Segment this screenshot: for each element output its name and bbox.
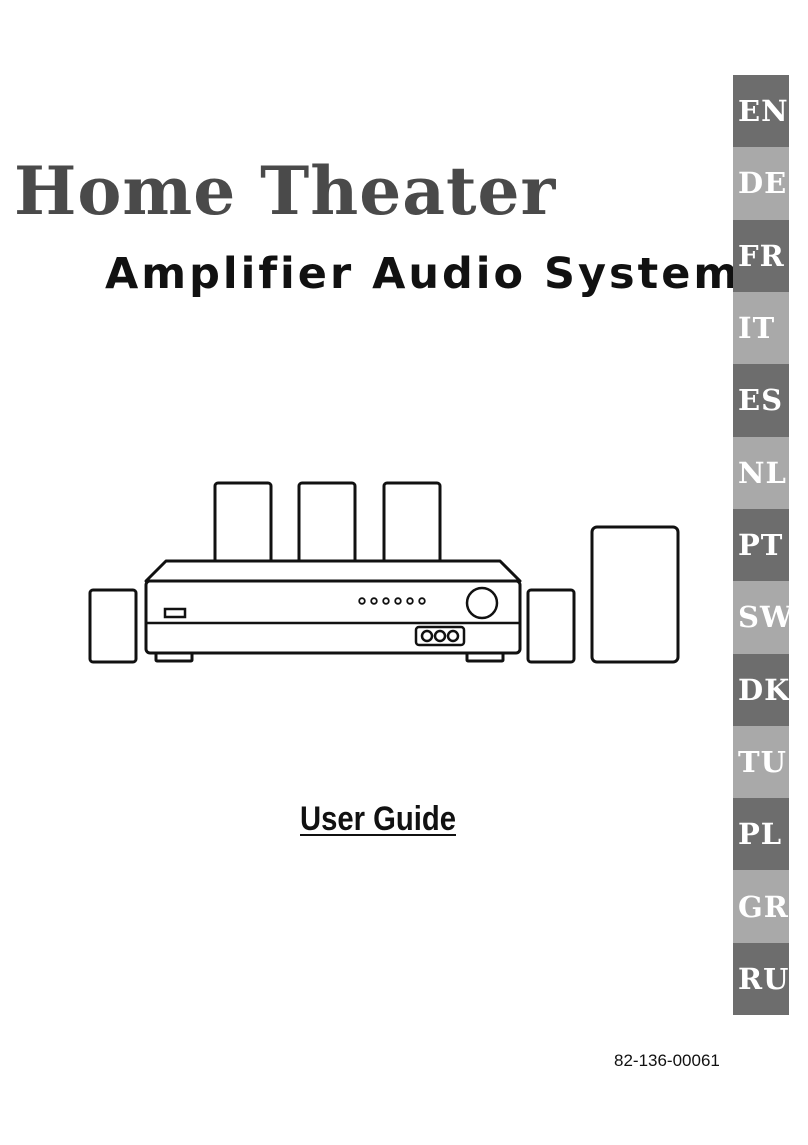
right-speaker-shape: [526, 588, 576, 664]
language-tab-ru[interactable]: RU: [733, 942, 789, 1016]
language-tab-sw[interactable]: SW: [733, 581, 789, 654]
receiver-front-shape: [144, 579, 522, 655]
home-theater-system-icon: [88, 481, 680, 664]
language-tab-it[interactable]: IT: [733, 291, 789, 365]
language-tab-fr[interactable]: FR: [733, 219, 789, 292]
left-speaker-shape: [88, 588, 138, 664]
language-tab-gr[interactable]: GR: [733, 870, 789, 943]
user-guide-heading: User Guide: [300, 800, 456, 838]
cover-subtitle: Amplifier Audio System: [105, 249, 742, 299]
document-number: 82-136-00061: [614, 1051, 720, 1070]
top-speaker-left-shape: [213, 481, 273, 571]
cover-title: Home Theater: [14, 152, 557, 230]
language-tab-de[interactable]: DE: [733, 147, 789, 220]
language-tab-pt[interactable]: PT: [733, 508, 789, 582]
language-tab-pl[interactable]: PL: [733, 798, 789, 871]
top-speaker-center-shape: [297, 481, 357, 571]
language-tab-dk[interactable]: DK: [733, 653, 789, 726]
subwoofer-shape: [590, 525, 680, 664]
receiver-display-shape: [163, 607, 187, 619]
receiver-top-shape: [144, 559, 522, 583]
language-tab-nl[interactable]: NL: [733, 436, 789, 509]
language-tab-es[interactable]: ES: [733, 364, 789, 437]
volume-knob-shape: [465, 586, 499, 620]
language-tab-en[interactable]: EN: [733, 75, 789, 148]
receiver-jack-panel-shape: [414, 625, 466, 647]
language-tab-strip: EN DE FR IT ES NL PT SW DK TU PL GR RU: [733, 75, 789, 1016]
top-speaker-right-shape: [382, 481, 442, 571]
language-tab-tu[interactable]: TU: [733, 725, 789, 799]
